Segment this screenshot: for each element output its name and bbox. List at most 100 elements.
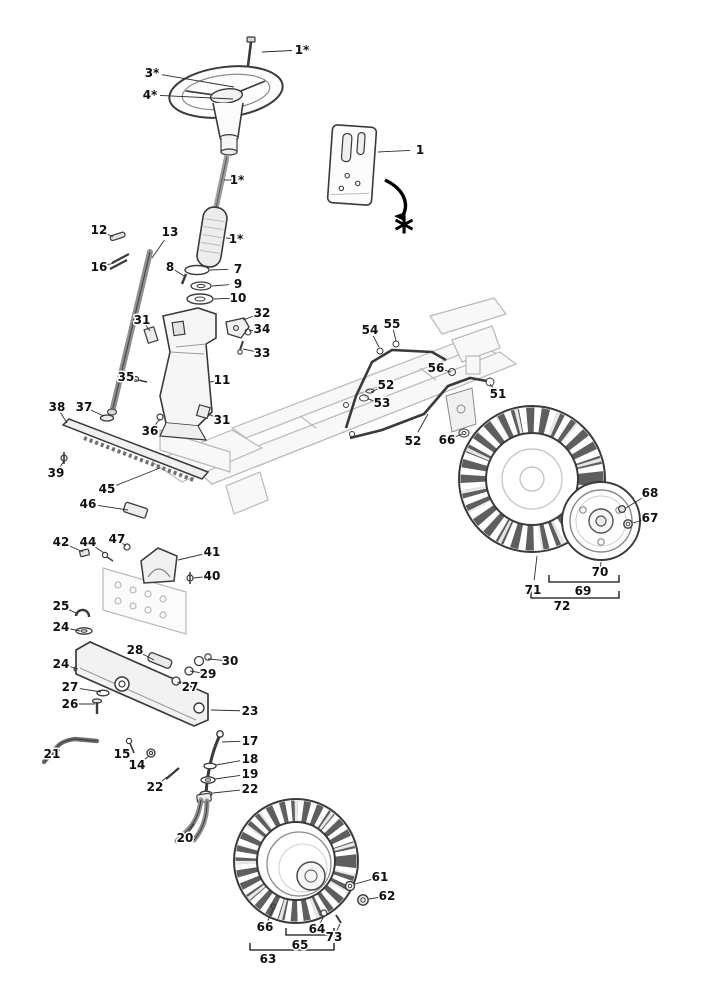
leader-line-14 [140,755,150,763]
rack-teeth-45 [83,436,197,483]
chassis-rear-upright [451,325,501,363]
leader-line-4s [159,95,234,100]
plate-46 [122,501,149,519]
part-label-27: 27 [182,680,199,694]
leader-line-20 [187,823,195,834]
part-label-69: 69 [575,584,592,598]
part-label-37: 37 [76,400,93,414]
part-label-44: 44 [80,535,97,549]
leader-line-66 [452,433,463,439]
part-label-10: 10 [230,291,247,305]
washer-29 [184,666,194,676]
washer-18 [203,762,217,770]
part-label-56: 56 [428,361,445,375]
leader-line-64 [319,915,325,925]
clip-31-upper [143,326,159,344]
leader-line-66 [267,908,274,921]
part-label-23: 23 [242,704,259,718]
part-label-25: 25 [53,599,70,613]
leader-line-15 [124,747,131,753]
washer-67 [623,519,633,529]
wheel-hub-cone [212,102,244,138]
washer-7 [184,264,210,276]
part-label-52: 52 [405,434,422,448]
nut-53 [359,394,369,402]
part-label-1s: 1* [229,232,244,246]
part-label-73: 73 [326,930,343,944]
part-label-70: 70 [592,565,609,579]
leader-line-37 [90,409,105,417]
hub-cap [296,861,326,891]
link-rod-17 [204,736,221,794]
bolt-36 [156,413,164,421]
leader-line-40 [192,576,206,579]
part-label-15: 15 [114,747,131,761]
bolt-54 [376,347,384,355]
part-label-21: 21 [44,747,61,761]
link-17-eye [216,730,224,738]
part-label-20: 20 [177,831,194,845]
part-label-14: 14 [129,758,146,772]
leader-line-9 [211,284,229,287]
leader-line-73 [335,923,341,933]
leader-line-7 [209,268,229,271]
part-label-7: 7 [234,262,242,276]
pin-16 [111,253,130,264]
bracket-32 [225,317,250,339]
leader-line-67 [632,519,645,524]
washer-47 [123,543,131,551]
nut-14 [146,748,156,758]
leader-line-23 [210,709,241,712]
cap-62 [357,894,369,906]
washer-27-left [96,689,110,697]
washer-55 [392,340,400,348]
leader-line-35 [129,377,138,381]
valve-66 [270,903,276,909]
part-label-66: 66 [257,920,274,934]
part-label-1: 1 [416,143,424,157]
chassis-rail-bottom [194,351,518,485]
leader-line-3s [161,74,235,88]
part-label-26: 26 [62,697,79,711]
part-label-18: 18 [242,752,259,766]
chassis-front-tab [225,471,269,515]
plate-holes [114,581,167,619]
part-label-71: 71 [525,583,542,597]
leader-line-45 [116,467,161,486]
part-label-36: 36 [142,424,159,438]
bracket-slot [171,320,186,337]
front-axle-assembly [73,608,212,727]
washer-61 [344,880,356,892]
group-bracket-3 [249,943,335,951]
drag-link-lower [349,376,488,440]
front-bracket-group [79,543,194,584]
rod-end-51 [485,377,495,387]
bolt-73 [335,914,342,924]
pin-22-left [165,767,180,780]
leader-line-24 [66,665,79,670]
part-label-9: 9 [234,277,242,291]
part-label-1s: 1* [230,173,245,187]
part-label-34: 34 [254,322,271,336]
part-label-22: 22 [242,782,259,796]
part-label-31: 31 [134,313,151,327]
part-label-66: 66 [439,433,456,447]
cap-68 [617,505,626,514]
part-label-31: 31 [214,413,231,427]
part-label-62: 62 [379,889,396,903]
leader-line-31 [207,413,218,419]
washer-30b [204,653,212,661]
small-bolt-b [349,431,355,437]
tire-tread [460,407,604,551]
part-label-27: 27 [62,680,79,694]
washer-64 [320,909,328,917]
leader-line-21 [54,749,61,754]
part-label-16: 16 [91,260,108,274]
part-label-53: 53 [374,396,391,410]
pin-12 [109,231,126,242]
leader-line-1 [377,150,411,153]
leader-line-70 [599,561,602,569]
leader-line-33 [242,348,256,353]
